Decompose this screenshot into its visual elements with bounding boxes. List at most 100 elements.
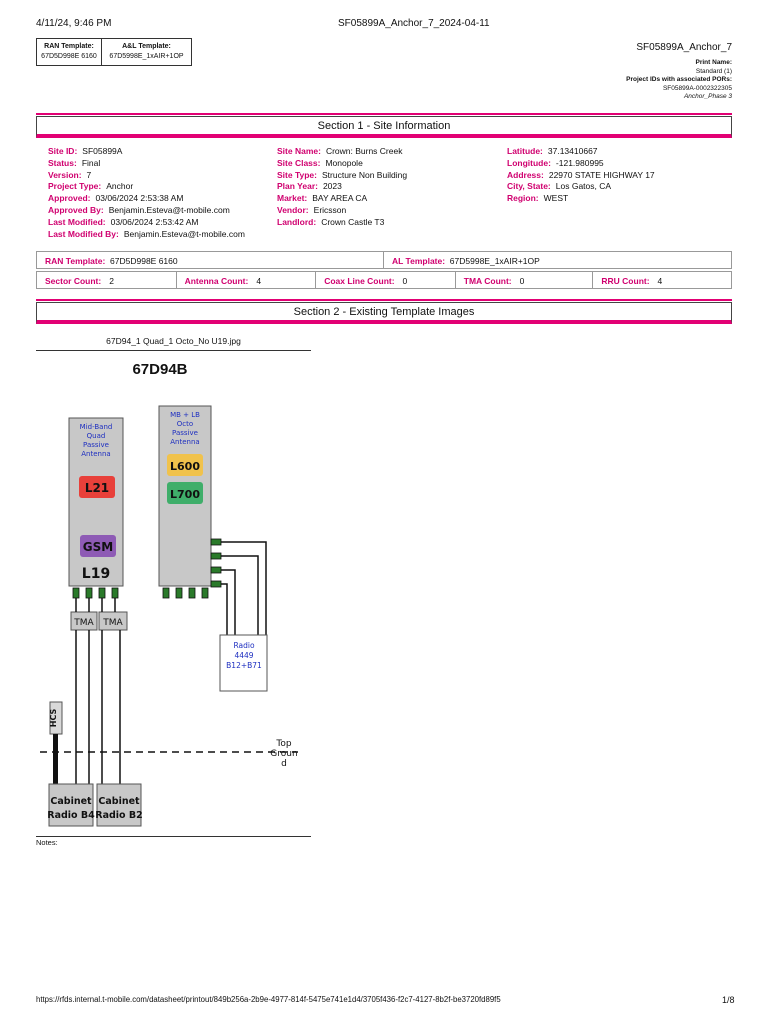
count-field: Coax Line Count:0 (316, 272, 456, 288)
footer-page-number: 1/8 (722, 995, 735, 1005)
l600-band-box (167, 454, 203, 476)
al-template-field-value: 67D5998E_1xAIR+1OP (449, 256, 540, 266)
l19-band-label: L19 (82, 566, 110, 582)
site-info-row: Last Modified By: Benjamin.Esteva@t-mobil… (48, 229, 245, 241)
site-info-row: Version:7 (48, 170, 245, 182)
ran-template-field-label: RAN Template: (45, 256, 106, 266)
site-info-value: Structure Non Building (322, 169, 408, 180)
quad-ports (72, 587, 119, 599)
site-info-value: BAY AREA CA (312, 193, 368, 204)
l700-band-label: L700 (170, 488, 200, 501)
site-info-label: Site Type: (277, 169, 317, 180)
site-info-label: Site Name: (277, 146, 321, 156)
gsm-band-box (80, 535, 116, 557)
hcs-cable (53, 734, 58, 786)
quad-cable-lines (75, 598, 121, 784)
site-info-value: WEST (543, 193, 569, 204)
count-label: Coax Line Count: (324, 276, 395, 286)
site-info-label: Last Modified By: (48, 228, 119, 239)
template-row: RAN Template: 67D5D998E 6160 AL Template… (36, 251, 732, 269)
site-info-row: Landlord: Crown Castle T3 (277, 217, 407, 229)
section2-header: Section 2 - Existing Template Images (36, 299, 732, 324)
tma-2-label: TMA (102, 618, 123, 628)
tma-1-label: TMA (73, 618, 94, 628)
site-info-row: Site ID: SF05899A (48, 146, 245, 158)
count-field: Sector Count:2 (37, 272, 177, 288)
ran-template-field-value: 67D5D998E 6160 (110, 256, 178, 266)
image-caption: 67D94_1 Quad_1 Octo_No U19.jpg (106, 336, 241, 346)
site-info-value: 22970 STATE HIGHWAY 17 (548, 169, 655, 180)
site-info-value: SF05899A (82, 146, 123, 156)
site-info-row: Site Class: Monopole (277, 158, 407, 170)
site-info-row: Plan Year:2023 (277, 181, 407, 193)
site-info-row: Latitude:37.13410667 (507, 146, 655, 158)
site-info-label: Site Class: (277, 157, 321, 168)
count-field: RRU Count:4 (593, 272, 731, 288)
site-info-row: Approved By: Benjamin.Esteva@t-mobile.com (48, 205, 245, 217)
count-field: TMA Count: 0 (456, 272, 594, 288)
site-info-label: Site ID: (48, 146, 78, 156)
site-info-label: Address: (507, 169, 544, 180)
site-info-label: Version: (48, 169, 82, 180)
site-info-value: Benjamin.Esteva@t-mobile.com (108, 204, 230, 215)
site-info-row: Site Type: Structure Non Building (277, 170, 407, 182)
count-value: 4 (657, 276, 663, 286)
site-info-row: Project Type:Anchor (48, 181, 245, 193)
site-info-label: Project Type: (48, 181, 102, 192)
ran-template-cell: RAN Template: 67D5D998E 6160 (36, 38, 102, 66)
ran-template-label: RAN Template: (44, 43, 94, 50)
l21-band-box (79, 476, 115, 498)
gsm-band-label: GSM (83, 540, 113, 554)
octo-side-ports (210, 538, 222, 588)
site-info-value: -121.980995 (555, 157, 604, 168)
count-value: 0 (519, 276, 525, 286)
phase-value: Anchor_Phase 3 (683, 93, 732, 100)
print-info: Print Name: Standard (1) Project IDs wit… (626, 59, 732, 102)
tma-1 (70, 611, 98, 631)
site-info-row: City, State:Los Gatos, CA (507, 181, 655, 193)
tma-2 (98, 611, 128, 631)
count-value: 2 (109, 276, 114, 286)
al-template-field-label: AL Template: (392, 256, 446, 266)
print-name-label: Print Name: (695, 59, 732, 66)
site-info-label: Latitude: (507, 146, 543, 156)
site-info-label: Approved By: (48, 204, 104, 215)
document-title: SF05899A_Anchor_7_2024-04-11 (338, 18, 490, 29)
site-info-label: Last Modified: (48, 216, 106, 227)
site-info-value: Crown: Burns Creek (325, 146, 403, 156)
site-info-value: Crown Castle T3 (321, 216, 385, 227)
site-info-value: Benjamin.Esteva@t-mobile.com (123, 228, 245, 239)
caption-divider (36, 350, 311, 351)
site-info-label: Region: (507, 193, 539, 204)
site-info-value: 03/06/2024 2:53:42 AM (110, 216, 199, 227)
ran-template-value: 67D5D998E 6160 (41, 53, 97, 60)
site-info-value: Ericsson (313, 204, 347, 215)
count-label: TMA Count: (463, 276, 512, 286)
project-id-value: SF05899A-0002322305 (662, 84, 732, 92)
al-template-label: A&L Template: (122, 43, 171, 50)
al-template-cell: A&L Template: 67D5998E_1xAIR+1OP (102, 38, 192, 66)
site-info-label: Market: (277, 193, 308, 204)
cabinet-radio-b4 (48, 783, 94, 827)
site-info-label: Landlord: (277, 216, 317, 227)
footer-url[interactable]: https://rfds.internal.t-mobile.com/datas… (36, 995, 501, 1004)
hcs-label: HCS (49, 709, 58, 728)
site-info-row: Longitude: -121.980995 (507, 158, 655, 170)
notes-label: Notes: (36, 838, 58, 847)
l600-band-label: L600 (170, 460, 200, 473)
radio-4449 (219, 634, 268, 692)
octo-radio-cables (221, 541, 267, 637)
print-datetime: 4/11/24, 9:46 PM (36, 18, 112, 29)
al-template-field: AL Template: 67D5998E_1xAIR+1OP (384, 252, 731, 268)
site-info-row: Status:Final (48, 158, 245, 170)
site-info-value: Monopole (325, 157, 363, 168)
site-info-label: Longitude: (507, 157, 551, 168)
site-info-row: Vendor:Ericsson (277, 205, 407, 217)
ran-template-field: RAN Template: 67D5D998E 6160 (37, 252, 384, 268)
